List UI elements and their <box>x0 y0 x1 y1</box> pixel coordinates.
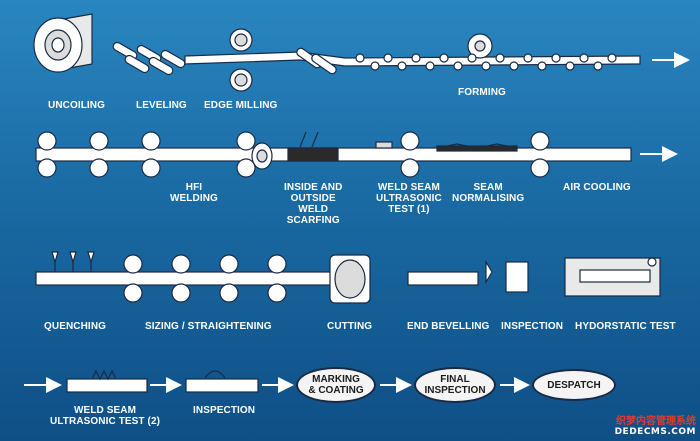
final-inspection-oval: FINAL INSPECTION <box>414 367 496 403</box>
forming-rollers-icon <box>355 33 617 71</box>
marking-coating-oval: MARKING & COATING <box>296 367 376 403</box>
ultrasonic-test-probe-icon <box>375 131 420 178</box>
despatch-oval: DESPATCH <box>532 369 616 401</box>
edge-milling-rollers-icon <box>229 28 253 92</box>
watermark-line-2: DEDECMS.COM <box>614 427 696 437</box>
weld-scarfing-label: INSIDE AND OUTSIDE WELD SCARFING <box>284 182 343 226</box>
hfi-welding-rollers-icon <box>37 131 273 178</box>
leveler-rollers-icon <box>112 41 186 76</box>
hydrostatic-test-rig-icon <box>564 257 661 297</box>
seam-normalising-label: SEAM NORMALISING <box>452 182 525 204</box>
weld-seam-ultrasonic-test-2-label: WELD SEAM ULTRASONIC TEST (2) <box>50 405 161 427</box>
weld-seam-ultrasonic-test-1-label: WELD SEAM ULTRASONIC TEST (1) <box>376 182 442 215</box>
scarfing-tool-icon <box>287 131 339 162</box>
hydrostatic-test-label: HYDORSTATIC TEST <box>575 321 676 332</box>
watermark: 织梦内容管理系统 DEDECMS.COM <box>615 416 696 438</box>
quenching-nozzles-icon <box>51 251 95 272</box>
sizing-rollers-icon <box>35 254 347 303</box>
leveling-label: LEVELING <box>136 100 187 111</box>
watermark-line-1: 织梦内容管理系统 <box>616 416 696 427</box>
end-bevelling-label: END BEVELLING <box>407 321 490 332</box>
cutting-label: CUTTING <box>327 321 373 332</box>
uncoiler-coil-icon <box>33 13 93 73</box>
normalising-coils-icon <box>436 143 518 152</box>
end-bevelling-pipe-icon <box>407 259 493 286</box>
air-cooling-label: AIR COOLING <box>563 182 631 193</box>
hfi-welding-label: HFI WELDING <box>170 182 218 204</box>
forming-label: FORMING <box>458 87 506 98</box>
inspection-pipe-icon <box>185 370 259 393</box>
inspection-label: INSPECTION <box>501 321 564 332</box>
inspection-box-icon <box>505 261 529 293</box>
strip-line-icon <box>184 47 641 75</box>
inspection-2-label: INSPECTION <box>193 405 256 416</box>
sizing-straightening-label: SIZING / STRAIGHTENING <box>145 321 272 332</box>
air-cooling-rollers-icon <box>530 131 550 178</box>
edge-milling-label: EDGE MILLING <box>204 100 278 111</box>
quenching-label: QUENCHING <box>44 321 107 332</box>
uncoiling-label: UNCOILING <box>48 100 106 111</box>
ultrasonic-test-2-pipe-icon <box>66 369 148 393</box>
cutting-saw-icon <box>329 254 371 304</box>
